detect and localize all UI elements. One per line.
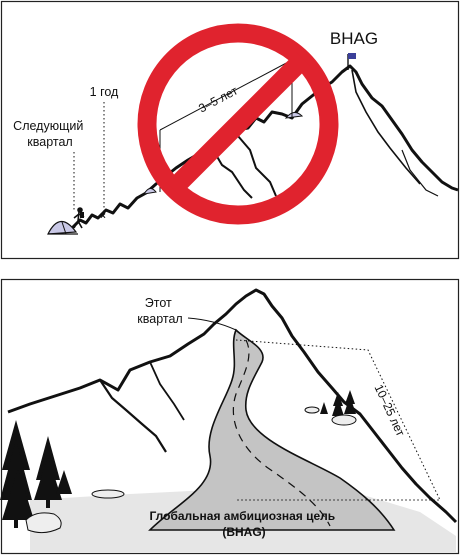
tent-icon (46, 220, 78, 235)
pine-tree-icon (320, 390, 356, 416)
bottom-panel: Этот квартал 10–25 лет Глобальная амбици… (0, 278, 460, 555)
flag-icon (347, 53, 356, 70)
x-mark: × (100, 211, 106, 222)
label-this-quarter: Этот квартал (137, 296, 182, 326)
mountain-shading-4 (401, 149, 439, 197)
mountain-shading-1 (211, 147, 253, 199)
tent-icon (284, 112, 304, 119)
label-goal: Глобальная амбициозная цель (BHAG) (149, 509, 338, 539)
road-icon (148, 328, 396, 531)
road-centerline (232, 339, 331, 527)
label-next-quarter: Следующий квартал (13, 119, 87, 149)
tent-icon (143, 188, 157, 195)
hiker-icon (73, 207, 85, 229)
mountain-shading-2 (237, 135, 277, 197)
prohibition-sign-icon (137, 23, 339, 225)
rock-icon (304, 406, 357, 426)
mountain-shading-b2 (149, 361, 185, 421)
label-one-year: 1 год (90, 85, 119, 99)
leader-this-quarter (187, 317, 237, 331)
rock-icon (25, 489, 125, 534)
top-panel: × Следующий квартал 1 год 3–5 лет BHAG (0, 0, 460, 260)
mountain-shading-b1 (99, 379, 167, 453)
dimension-3-5-years (159, 59, 293, 131)
mountain-main (7, 288, 458, 524)
mountain-ridge-top (70, 64, 459, 230)
mountain-shading-3 (351, 69, 421, 185)
dimension-10-25-years (235, 339, 441, 501)
label-bhag-top: BHAG (330, 29, 378, 48)
pine-tree-icon (0, 420, 72, 528)
